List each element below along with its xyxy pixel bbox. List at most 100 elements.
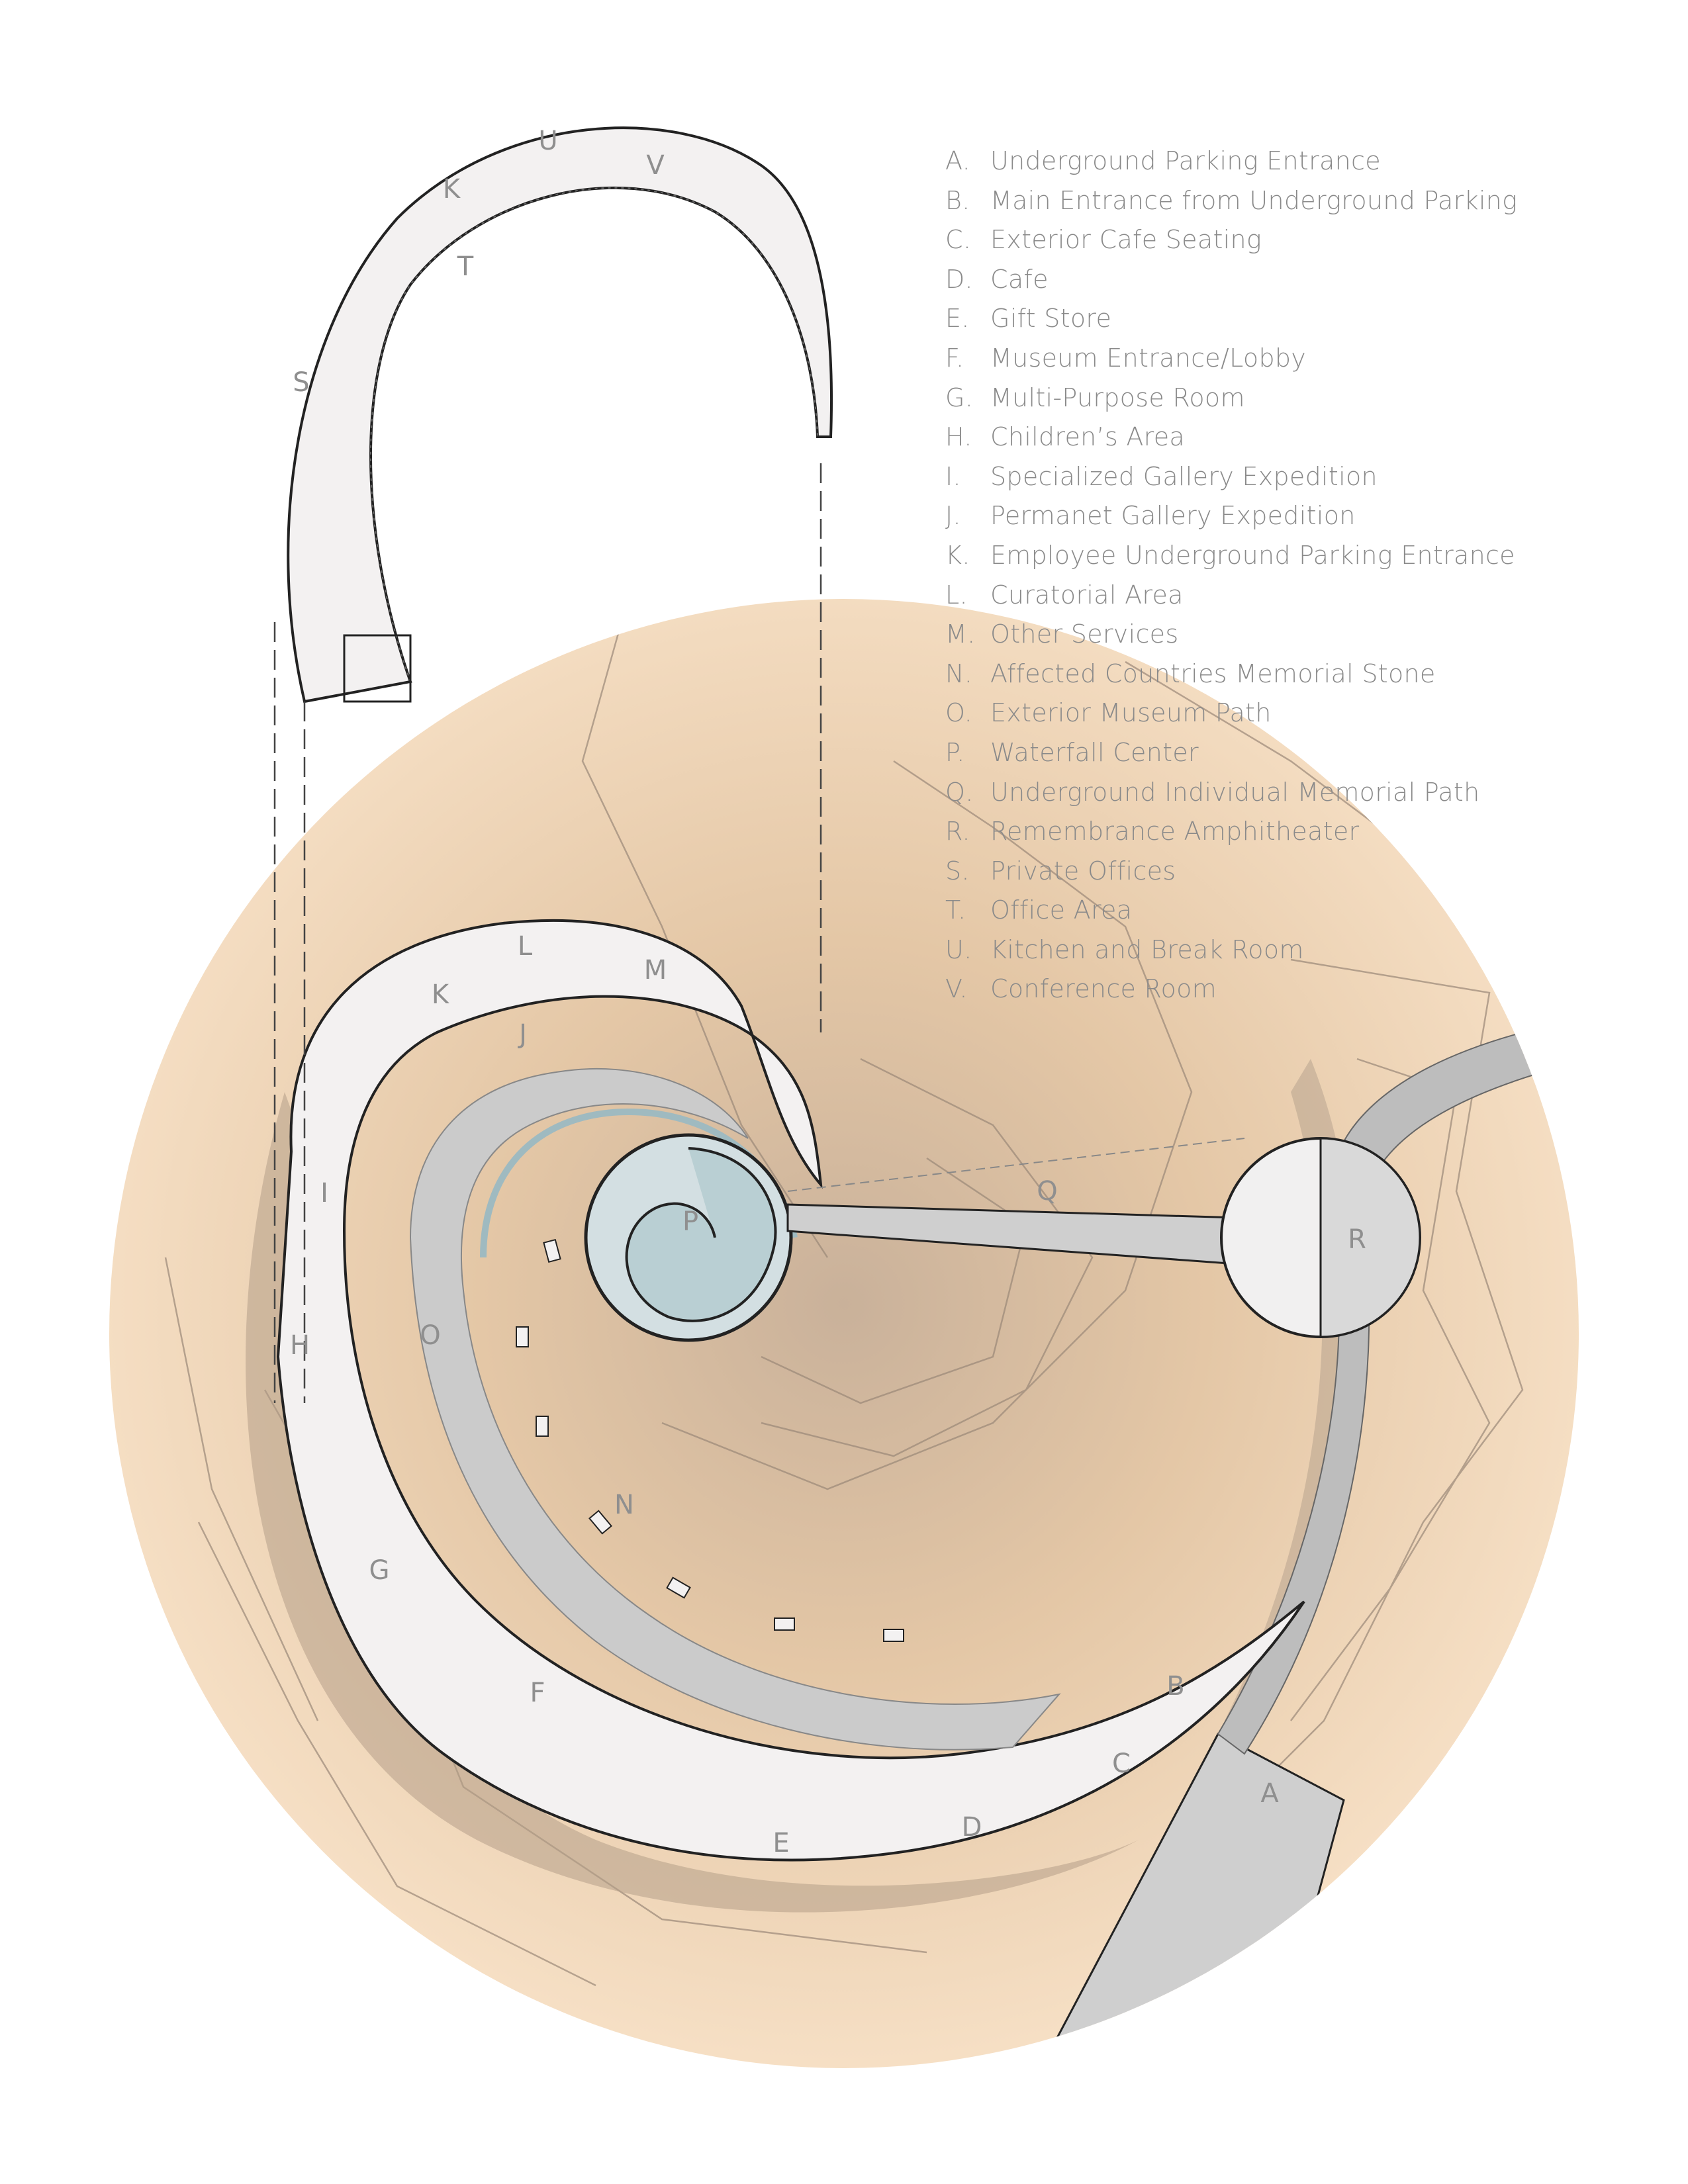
legend-key: P.	[945, 737, 965, 767]
legend-label: Underground Parking Entrance	[990, 146, 1381, 175]
legend-key: T.	[945, 895, 966, 925]
legend-label: Gift Store	[990, 304, 1112, 334]
legend-key: S.	[945, 856, 970, 886]
exterior-museum-path-band	[409, 1068, 1061, 1751]
label-q: Q	[1037, 1176, 1057, 1206]
legend-key: L.	[945, 580, 968, 610]
legend-key: D.	[945, 264, 973, 294]
legend-key: Q.	[945, 777, 974, 807]
legend-item: V. Conference Room	[945, 970, 1607, 1009]
label-n: N	[614, 1490, 634, 1520]
legend-key: O.	[945, 698, 973, 728]
legend-label: Specialized Gallery Expedition	[990, 461, 1378, 491]
label-r: R	[1348, 1224, 1366, 1255]
legend-item: O. Exterior Museum Path	[945, 694, 1607, 733]
legend-item: E. Gift Store	[945, 299, 1607, 339]
remembrance-amphitheater	[1220, 1137, 1421, 1338]
parking-ramp-a	[978, 1732, 1345, 2068]
legend-item: N. Affected Countries Memorial Stone	[945, 655, 1607, 694]
legend-key: N.	[945, 659, 973, 688]
legend-item: B. Main Entrance from Underground Parking	[945, 181, 1607, 221]
legend-item: U. Kitchen and Break Room	[945, 931, 1607, 970]
legend-label: Waterfall Center	[990, 737, 1199, 767]
legend-key: E.	[945, 304, 970, 334]
memorial-path-q-guide	[787, 1138, 1245, 1192]
label-o: O	[420, 1320, 440, 1351]
legend-item: K. Employee Underground Parking Entrance	[945, 536, 1607, 576]
label-d: D	[962, 1812, 982, 1843]
label-c: C	[1112, 1749, 1131, 1779]
legend-key: B.	[945, 185, 970, 215]
legend-label: Curatorial Area	[990, 580, 1184, 610]
legend-label: Main Entrance from Underground Parking	[990, 185, 1518, 215]
legend-key: F.	[945, 343, 964, 373]
legend-item: R. Remembrance Amphitheater	[945, 812, 1607, 852]
label-b: B	[1166, 1671, 1184, 1702]
legend-key: C.	[945, 225, 972, 255]
legend-item: P. Waterfall Center	[945, 733, 1607, 773]
legend-label: Employee Underground Parking Entrance	[990, 540, 1515, 570]
label-e: E	[773, 1828, 789, 1858]
legend-label: Affected Countries Memorial Stone	[990, 659, 1436, 688]
legend-item: H. Children’s Area	[945, 418, 1607, 457]
legend-item: D. Cafe	[945, 260, 1607, 300]
legend-item: I. Specialized Gallery Expedition	[945, 457, 1607, 497]
legend-item: S. Private Offices	[945, 852, 1607, 891]
legend-label: Cafe	[990, 264, 1049, 294]
legend-item: C. Exterior Cafe Seating	[945, 220, 1607, 260]
label-g: G	[369, 1555, 390, 1586]
label-m: M	[644, 955, 667, 985]
label-f: F	[530, 1678, 545, 1708]
legend-key: V.	[945, 974, 968, 1004]
legend-key: R.	[945, 817, 970, 846]
waterfall-center	[584, 1133, 793, 1342]
memorial-stones	[516, 1238, 904, 1642]
label-l: L	[518, 931, 533, 962]
label-j: J	[517, 1019, 527, 1050]
label-k: K	[432, 979, 450, 1010]
legend-item: G. Multi-Purpose Room	[945, 379, 1607, 418]
legend-label: Other Services	[990, 619, 1179, 649]
legend-label: Exterior Museum Path	[990, 698, 1272, 728]
label-p: P	[682, 1206, 698, 1237]
upper-label-u: U	[538, 126, 557, 156]
legend-label: Kitchen and Break Room	[990, 934, 1304, 964]
legend-key: G.	[945, 383, 974, 412]
legend-label: Children’s Area	[990, 422, 1186, 452]
legend-label: Private Offices	[990, 856, 1176, 886]
upper-label-s: S	[293, 367, 309, 398]
upper-floor-plan	[287, 126, 833, 704]
legend-label: Remembrance Amphitheater	[990, 817, 1360, 846]
legend-key: K.	[945, 540, 970, 570]
legend-item: T. Office Area	[945, 891, 1607, 931]
legend-item: Q. Underground Individual Memorial Path	[945, 773, 1607, 813]
legend-item: J. Permanet Gallery Expedition	[945, 496, 1607, 536]
legend-label: Underground Individual Memorial Path	[990, 777, 1480, 807]
legend-item: A. Underground Parking Entrance	[945, 142, 1607, 181]
building-outer-wing	[276, 919, 1305, 1862]
legend-item: F. Museum Entrance/Lobby	[945, 339, 1607, 379]
legend-label: Museum Entrance/Lobby	[990, 343, 1307, 373]
contour-lines	[164, 599, 1524, 1987]
upper-label-t: T	[457, 251, 474, 282]
legend-key: M.	[945, 619, 976, 649]
legend-key: I.	[945, 461, 961, 491]
legend-key: H.	[945, 422, 972, 452]
upper-label-v: V	[646, 150, 665, 181]
legend-label: Permanet Gallery Expedition	[990, 501, 1356, 531]
legend-key: J.	[945, 501, 961, 531]
legend-key: A.	[945, 146, 971, 175]
legend-label: Conference Room	[990, 974, 1217, 1004]
legend-item: M. Other Services	[945, 615, 1607, 655]
legend-label: Multi-Purpose Room	[990, 383, 1245, 412]
label-i: I	[320, 1178, 328, 1208]
legend-label: Exterior Cafe Seating	[990, 225, 1262, 255]
legend-item: L. Curatorial Area	[945, 576, 1607, 615]
legend-label: Office Area	[990, 895, 1133, 925]
legend-key: U.	[945, 934, 972, 964]
label-h: H	[290, 1330, 310, 1361]
projection-lines	[273, 463, 822, 1403]
label-a: A	[1260, 1778, 1279, 1809]
